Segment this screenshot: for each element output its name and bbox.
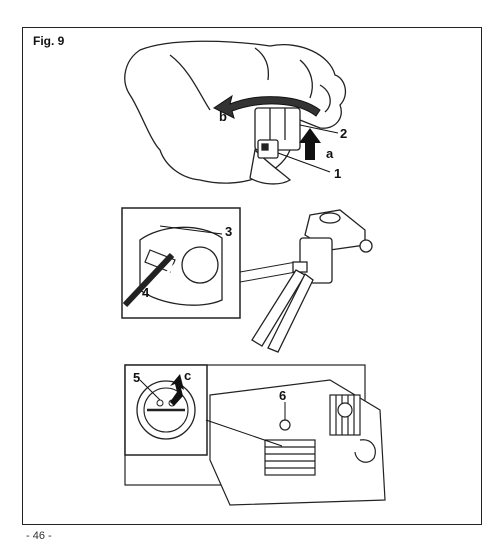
sensor-with-pliers-illustration <box>251 209 373 353</box>
callout-1: 1 <box>334 166 341 181</box>
callout-4: 4 <box>142 285 150 300</box>
callout-3: 3 <box>225 224 232 239</box>
callout-c: c <box>184 368 191 383</box>
push-arrow <box>299 128 321 160</box>
rotation-arrow-c <box>170 374 184 406</box>
rotation-arrow <box>213 94 321 119</box>
callout-5: 5 <box>133 370 140 385</box>
figure-title: Fig. 9 <box>33 34 65 48</box>
callout-2: 2 <box>340 126 347 141</box>
page-number: - 46 - <box>26 530 52 542</box>
callout-b: b <box>219 109 227 124</box>
hand-turning-sensor-illustration <box>124 40 347 185</box>
callout-a: a <box>326 146 334 161</box>
detail-inset-clip <box>121 207 241 319</box>
callout-6: 6 <box>279 388 286 403</box>
